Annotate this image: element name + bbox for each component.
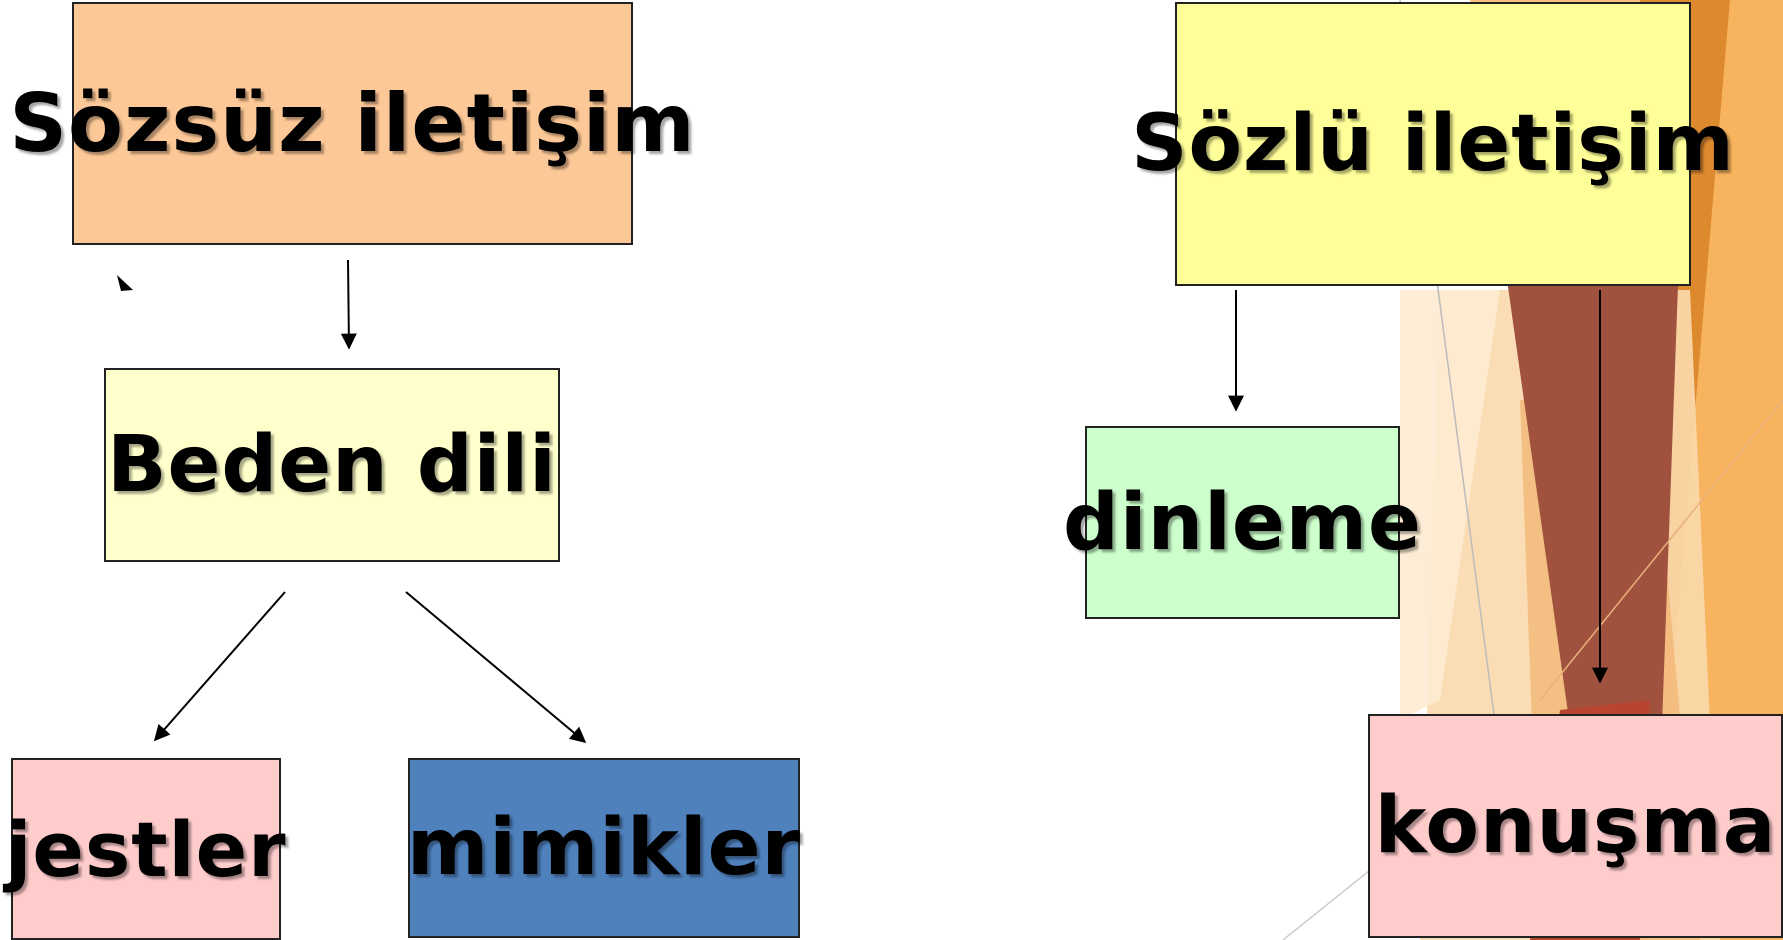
node-dinleme: dinleme bbox=[1063, 426, 1421, 619]
node-label: Sözsüz iletişim bbox=[9, 77, 696, 170]
node-sozsuz-iletisim: Sözsüz iletişim bbox=[9, 2, 695, 245]
theme-facet-pale bbox=[1400, 290, 1500, 720]
node-label: jestler bbox=[5, 804, 287, 894]
node-mimikler: mimikler bbox=[407, 758, 802, 938]
node-beden-dili: Beden dili bbox=[104, 368, 560, 562]
node-label: mimikler bbox=[407, 803, 802, 893]
node-sozlu-iletisim: Sözlü iletişim bbox=[1131, 2, 1734, 286]
node-label: dinleme bbox=[1063, 477, 1422, 568]
node-label: Beden dili bbox=[107, 420, 557, 510]
node-konusma: konuşma bbox=[1368, 714, 1783, 938]
node-jestler: jestler bbox=[5, 758, 286, 940]
node-label: Sözlü iletişim bbox=[1131, 99, 1735, 189]
theme-thin-line-3 bbox=[1539, 399, 1783, 701]
node-label: konuşma bbox=[1374, 781, 1777, 871]
